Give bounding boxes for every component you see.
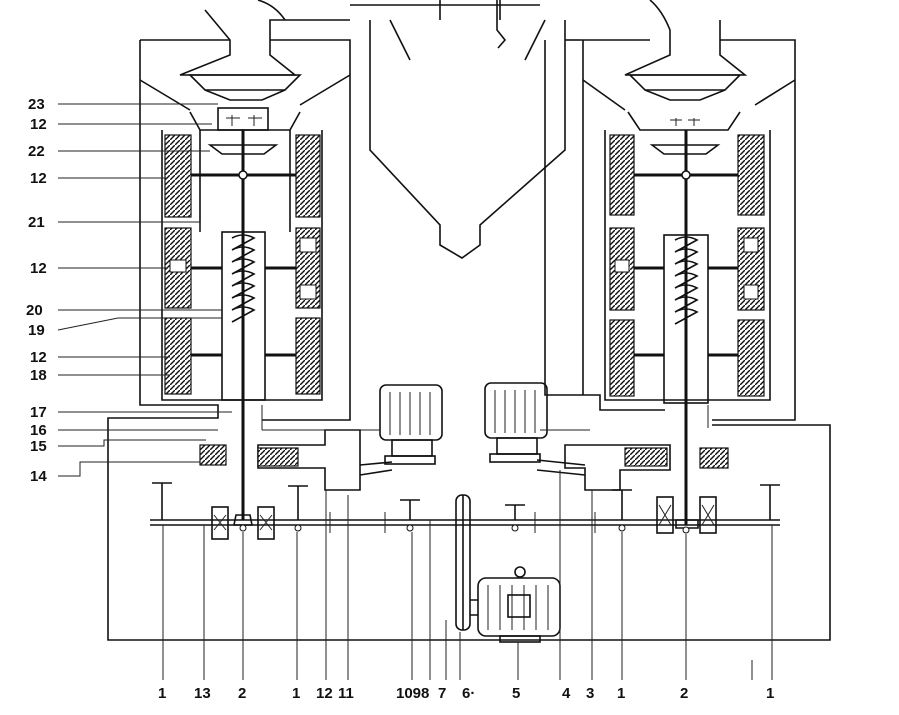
central-hopper [350, 0, 566, 259]
label-3: 3 [586, 685, 594, 702]
label-1-third: 1 [617, 685, 625, 702]
left-unit-housing [107, 0, 831, 641]
label-12-upper: 12 [30, 116, 47, 133]
label-11: 11 [338, 685, 354, 702]
label-10-9-8: 1098 [396, 685, 429, 702]
label-13: 13 [194, 685, 211, 702]
label-19: 19 [28, 322, 45, 339]
label-12-bottom: 12 [316, 685, 333, 702]
label-14: 14 [30, 468, 47, 485]
left-labels: 23 12 22 12 21 12 20 19 12 18 17 16 15 1… [26, 96, 47, 485]
bottom-labels: 1 13 2 1 12 11 1098 7 6· 5 4 3 1 2 1 [158, 685, 774, 702]
leader-lines-left [57, 103, 232, 477]
label-23: 23 [28, 96, 45, 113]
label-18: 18 [30, 367, 47, 384]
label-6: 6· [462, 685, 475, 702]
label-15: 15 [30, 438, 47, 455]
label-16: 16 [30, 422, 47, 439]
main-shaft [150, 482, 780, 540]
label-5: 5 [512, 685, 520, 702]
label-1-second: 1 [292, 685, 300, 702]
right-unit-housing [544, 0, 796, 525]
label-17: 17 [30, 404, 47, 421]
upper-motors [199, 382, 729, 491]
label-1-fourth: 1 [766, 685, 774, 702]
label-22: 22 [28, 143, 45, 160]
lower-motor-drive [455, 494, 561, 643]
label-2-left: 2 [238, 685, 246, 702]
label-7: 7 [438, 685, 446, 702]
label-12-fourth: 12 [30, 349, 47, 366]
label-4: 4 [562, 685, 571, 702]
leader-lines-bottom [162, 470, 773, 680]
label-20: 20 [26, 302, 43, 319]
label-21: 21 [28, 214, 45, 231]
label-12-second: 12 [30, 170, 47, 187]
label-2-right: 2 [680, 685, 688, 702]
label-12-third: 12 [30, 260, 47, 277]
label-1-first: 1 [158, 685, 166, 702]
